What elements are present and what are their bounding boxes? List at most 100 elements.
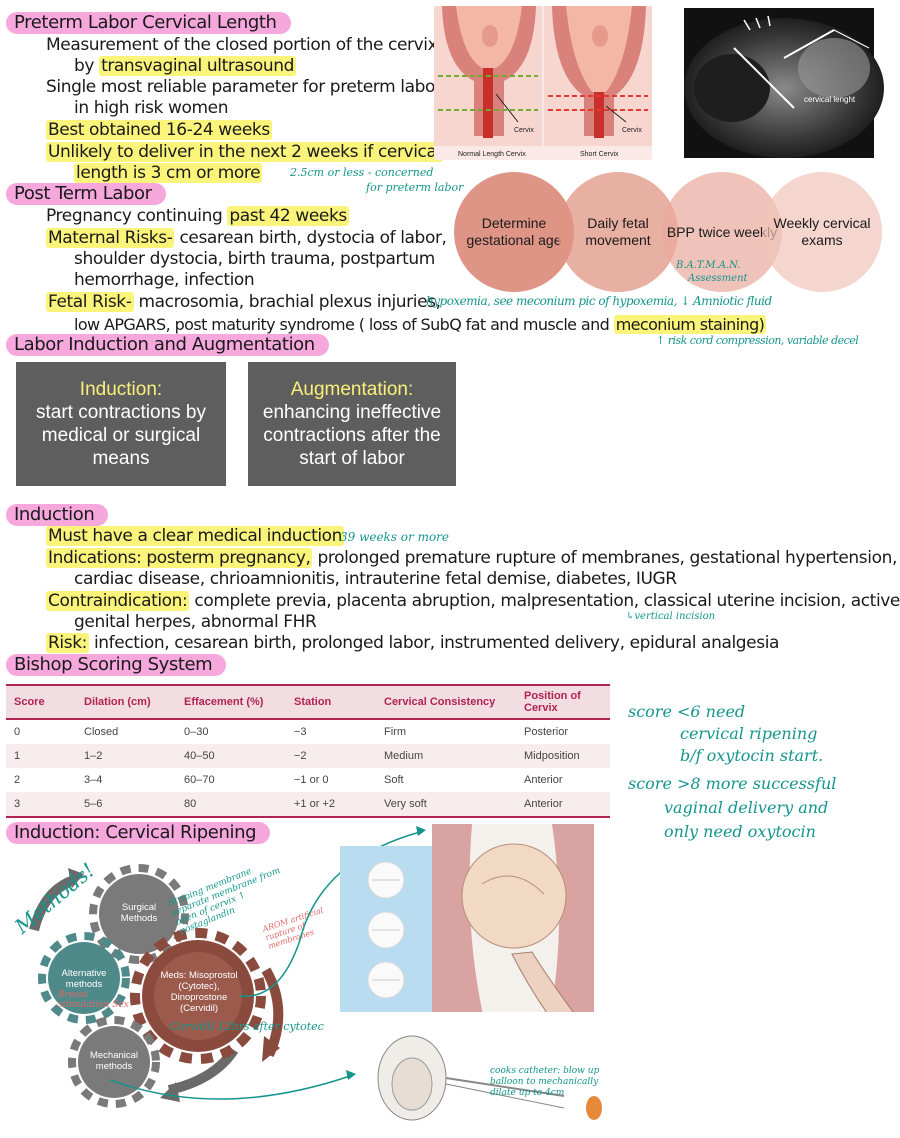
augmentation-title: Augmentation:: [290, 379, 414, 400]
heading-cervical-ripening: Induction: Cervical Ripening: [6, 822, 271, 844]
cell: 0: [14, 726, 21, 738]
heading-induction: Induction: [6, 504, 109, 526]
cervix-length-diagram: Cervix Cervix Normal Length Cervix Short…: [434, 6, 652, 160]
heading-labor-induction: Labor Induction and Augmentation: [6, 334, 329, 356]
text-line: in high risk women: [74, 98, 229, 118]
cell: 80: [176, 792, 286, 818]
annotation-cervical-length: for preterm labor: [366, 181, 464, 194]
pills-image: [340, 846, 432, 1012]
label-cervix: Cervix: [622, 127, 642, 134]
text-line: length is 3 cm or more: [74, 163, 263, 183]
cell: Very soft: [376, 792, 516, 818]
catheter-illustration: [364, 1012, 602, 1136]
circle-gestational-age: Determine gestational age: [454, 172, 574, 292]
cell: 60–70: [184, 774, 215, 786]
gear-surgical: Surgical Methods: [120, 902, 158, 924]
cell: Anterior: [524, 774, 563, 786]
text-line: hemorrhage, infection: [74, 270, 255, 290]
text-line: Contraindication: complete previa, place…: [46, 591, 900, 611]
cell: Firm: [384, 726, 406, 738]
cell: 1: [6, 744, 76, 768]
cell: +1 or +2: [286, 792, 376, 818]
cell: 3–4: [84, 774, 103, 786]
cell: 3: [6, 792, 76, 818]
cell: −2: [286, 744, 376, 768]
cell: 40–50: [176, 744, 286, 768]
annotation-batman: B.A.T.M.A.N.: [676, 260, 741, 271]
annotation-score: vaginal delivery and: [664, 798, 829, 817]
cell: Soft: [384, 774, 404, 786]
cell: −1 or 0: [294, 774, 329, 786]
heading-bishop-scoring: Bishop Scoring System: [6, 654, 227, 676]
annotation-cytotec: Cervidil 12hrs after cytotec: [170, 1020, 324, 1033]
text-line: Indications: posterm pregnancy, prolonge…: [46, 548, 897, 568]
annotation-vertical-incision: ↳vertical incision: [626, 611, 716, 622]
induction-text: start contractions by medical or surgica…: [35, 402, 207, 469]
ripening-methods-graphic: [29, 864, 284, 1108]
ultrasound-image: cervical lenght: [684, 8, 884, 158]
annotation-score: cervical ripening: [680, 724, 818, 743]
col-score: Score: [6, 684, 76, 720]
text-line: cardiac disease, chrioamnionitis, intrau…: [74, 569, 677, 589]
text-line: shoulder dystocia, birth trauma, postpar…: [74, 249, 435, 269]
col-station: Station: [286, 684, 376, 720]
text-line: Pregnancy continuing past 42 weeks: [46, 206, 349, 226]
text-line: genital herpes, abnormal FHR: [74, 612, 317, 632]
annotation-batman: Assessment: [688, 273, 748, 284]
circle-fetal-movement: Daily fetal movement: [558, 172, 678, 292]
text-line: by transvaginal ultrasound: [74, 56, 297, 76]
augmentation-text: enhancing ineffective contractions after…: [262, 402, 442, 469]
annotation-39-weeks: 39 weeks or more: [340, 530, 450, 544]
caption-normal: Normal Length Cervix: [458, 151, 526, 158]
col-effacement: Effacement (%): [176, 684, 286, 720]
annotation-score: score <6 need: [628, 702, 746, 721]
annotation-cervical-length: 2.5cm or less - concerned: [290, 166, 434, 179]
cell: 0–30: [184, 726, 209, 738]
annotation-score: b/f oxytocin start.: [680, 746, 824, 765]
annotation-cooks-catheter: cooks catheter: blow up balloon to mecha…: [490, 1066, 600, 1098]
gear-alternative: Alternative methods: [61, 968, 107, 990]
text-line: Single most reliable parameter for prete…: [46, 77, 442, 97]
cell: 2: [14, 774, 21, 786]
induction-title: Induction:: [79, 379, 163, 400]
col-position: Position of Cervix: [516, 684, 610, 720]
table-row: 3 5–6 80 +1 or +2 Very soft Anterior: [6, 792, 610, 818]
bishop-score-table: Score Dilation (cm) Effacement (%) Stati…: [6, 684, 610, 818]
text-line: Must have a clear medical induction: [46, 526, 345, 546]
augmentation-box: Augmentation: enhancing ineffective cont…: [248, 362, 456, 486]
text-line: Risk: infection, cesarean birth, prolong…: [46, 633, 780, 653]
induction-box: Induction: start contractions by medical…: [16, 362, 226, 486]
text-line: Best obtained 16-24 weeks: [46, 120, 272, 140]
table-row: 2 3–4 60–70 −1 or 0 Soft Anterior: [6, 768, 610, 792]
annotation-fetal-risk: hypoxemia, see meconium pic of hypoxemia…: [426, 294, 772, 308]
heading-post-term-labor: Post Term Labor: [6, 183, 166, 205]
text-line: low APGARS, post maturity syndrome ( los…: [74, 315, 767, 334]
gear-meds: Meds: Misoprostol (Cytotec), Dinoproston…: [160, 970, 238, 1014]
cell: −3: [294, 726, 307, 738]
annotation-score: score >8 more successful: [628, 774, 837, 793]
heading-preterm-cervical-length: Preterm Labor Cervical Length: [6, 12, 291, 34]
cell: Midposition: [516, 744, 610, 768]
label-cervical-length: cervical lenght: [804, 95, 856, 104]
annotation-cord-compression: ↑ risk cord compression, variable decel: [656, 334, 859, 347]
annotation-score: only need oxytocin: [664, 822, 816, 841]
text-line: Unlikely to deliver in the next 2 weeks …: [46, 142, 443, 162]
cell: Anterior: [516, 792, 610, 818]
text-line: Fetal Risk- macrosomia, brachial plexus …: [46, 292, 441, 312]
cell: 1–2: [76, 744, 176, 768]
text-line: Maternal Risks- cesarean birth, dystocia…: [46, 228, 447, 248]
table-row: 1 1–2 40–50 −2 Medium Midposition: [6, 744, 610, 768]
col-consistency: Cervical Consistency: [376, 684, 516, 720]
cell: Posterior: [524, 726, 569, 738]
annotation-breast-stimulation: Breast stimulation Sex: [58, 990, 129, 1010]
cell: 5–6: [76, 792, 176, 818]
col-dilation: Dilation (cm): [76, 684, 176, 720]
label-cervix: Cervix: [514, 127, 534, 134]
gear-mechanical: Mechanical methods: [89, 1050, 139, 1072]
text-line: Measurement of the closed portion of the…: [46, 35, 438, 55]
circle-cervical-exams: Weekly cervical exams: [762, 172, 882, 292]
table-row: 0 Closed 0–30 −3 Firm Posterior: [6, 719, 610, 744]
cell: Medium: [376, 744, 516, 768]
cell: Closed: [84, 726, 119, 738]
caption-short: Short Cervix: [580, 151, 619, 158]
